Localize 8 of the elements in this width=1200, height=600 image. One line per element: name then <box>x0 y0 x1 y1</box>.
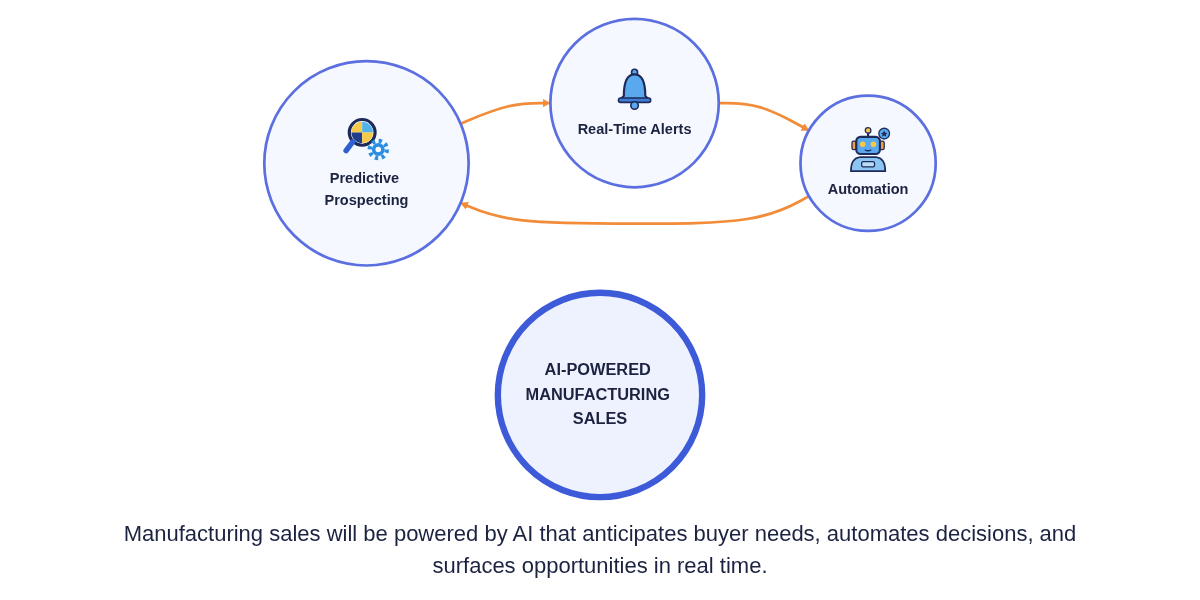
node-circle: Predictive Prospecting <box>262 59 470 267</box>
node-circle: Real-Time Alerts <box>549 17 721 189</box>
arrow <box>718 101 810 131</box>
caption: Manufacturing sales will be powered by AI that anticipates buyer needs, automates decisions, and surfaces opportunities in real time. <box>122 520 1078 580</box>
arrow <box>460 99 551 125</box>
arrow <box>460 195 810 225</box>
node-circle: AI-POWERED MANUFACTURING SALES <box>494 289 706 501</box>
node-circle: Automation <box>799 94 938 233</box>
